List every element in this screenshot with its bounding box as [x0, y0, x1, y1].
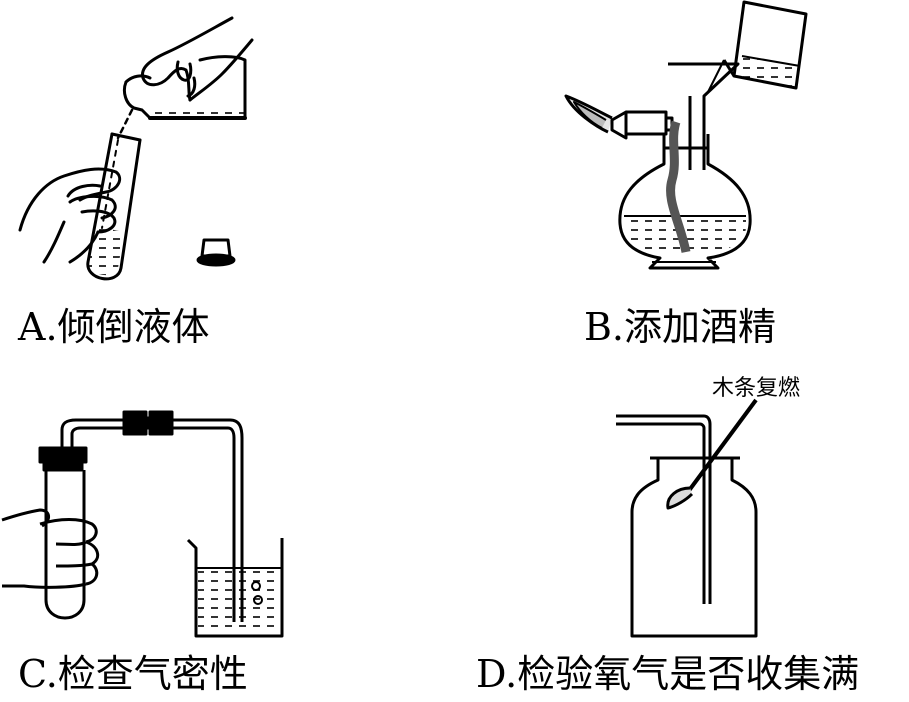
- caption-pouring-liquid: A.倾倒液体: [18, 305, 210, 349]
- flame-icon: [564, 94, 628, 140]
- panel-b-illustration: [564, 0, 808, 270]
- gripping-hand-icon: [1, 508, 100, 589]
- water-beaker-icon: [186, 538, 284, 638]
- rubber-stopper-icon: [38, 446, 88, 472]
- wick: [666, 120, 691, 253]
- bubbles-icon: [251, 581, 263, 605]
- caption-airtightness-check: C.检查气密性: [18, 652, 248, 696]
- glowing-splint-icon: [666, 398, 758, 510]
- panel-c-illustration: [1, 410, 284, 638]
- pouring-beaker-icon: [707, 0, 808, 93]
- caption-oxygen-full-check: D.检验氧气是否收集满: [476, 652, 860, 696]
- pouring-stream: [116, 108, 134, 140]
- panel-d-illustration: [616, 398, 758, 638]
- rubber-connector-icon: [122, 410, 174, 436]
- holding-hand-icon: [18, 167, 122, 264]
- bottle-stopper-icon: [196, 238, 236, 267]
- gas-delivery-tube: [616, 414, 712, 604]
- large-test-tube-icon: [44, 470, 86, 620]
- splint-reignites-label: 木条复燃: [712, 376, 801, 401]
- reagent-bottle-icon: [122, 55, 247, 120]
- gas-collection-bottle-icon: [630, 456, 758, 638]
- test-tube-icon: [86, 132, 142, 281]
- panel-a-illustration: [18, 16, 254, 281]
- caption-adding-alcohol: B.添加酒精: [584, 305, 777, 349]
- pouring-hand-icon: [140, 16, 254, 102]
